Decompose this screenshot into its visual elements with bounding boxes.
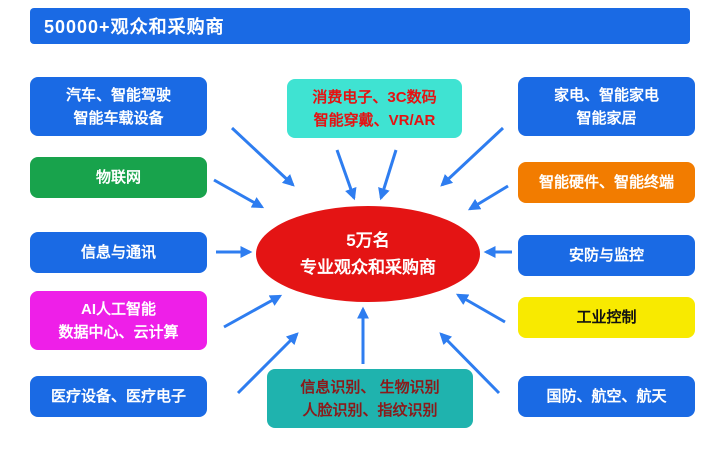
node-consumer-electronics: 消费电子、3C数码 智能穿戴、VR/AR xyxy=(287,79,462,138)
node-label: 工业控制 xyxy=(576,309,637,326)
node-label: 国防、航空、航天 xyxy=(546,388,667,405)
node-recognition: 信息识别、 生物识别 人脸识别、指纹识别 xyxy=(267,369,473,428)
node-label: AI人工智能 数据中心、云计算 xyxy=(58,300,179,341)
node-medical: 医疗设备、医疗电子 xyxy=(30,376,207,417)
node-security-monitoring: 安防与监控 xyxy=(518,235,695,276)
header-banner: 50000+观众和采购商 xyxy=(30,8,690,44)
node-label: 智能硬件、智能终端 xyxy=(538,174,674,191)
node-ict: 信息与通讯 xyxy=(30,232,207,273)
node-label: 医疗设备、医疗电子 xyxy=(50,388,186,405)
node-smart-hardware: 智能硬件、智能终端 xyxy=(518,162,695,203)
node-label: 汽车、智能驾驶 智能车载设备 xyxy=(65,86,171,127)
arrow-consumer-right xyxy=(378,149,398,201)
center-label: 5万名 专业观众和采购商 xyxy=(300,231,436,277)
center-audience-ellipse: 5万名 专业观众和采购商 xyxy=(256,206,480,302)
node-automotive: 汽车、智能驾驶 智能车载设备 xyxy=(30,77,207,136)
node-label: 家电、智能家电 智能家居 xyxy=(553,86,659,127)
node-ai: AI人工智能 数据中心、云计算 xyxy=(30,291,207,350)
node-label: 消费电子、3C数码 智能穿戴、VR/AR xyxy=(312,88,437,129)
node-label: 信息识别、 生物识别 人脸识别、指纹识别 xyxy=(300,378,440,419)
arrow-ai xyxy=(223,294,283,329)
node-defense-aerospace: 国防、航空、航天 xyxy=(518,376,695,417)
node-label: 物联网 xyxy=(95,169,141,186)
header-title: 50000+观众和采购商 xyxy=(44,17,225,37)
arrow-consumer-left xyxy=(335,149,357,201)
arrow-iot xyxy=(213,178,265,209)
arrow-industrial xyxy=(455,293,506,324)
arrow-smart-hardware xyxy=(467,184,509,211)
node-label: 信息与通讯 xyxy=(80,244,156,261)
node-iot: 物联网 xyxy=(30,157,207,198)
node-industrial-control: 工业控制 xyxy=(518,297,695,338)
arrow-automotive xyxy=(230,126,295,187)
node-home-appliance: 家电、智能家电 智能家居 xyxy=(518,77,695,136)
node-label: 安防与监控 xyxy=(568,247,644,264)
